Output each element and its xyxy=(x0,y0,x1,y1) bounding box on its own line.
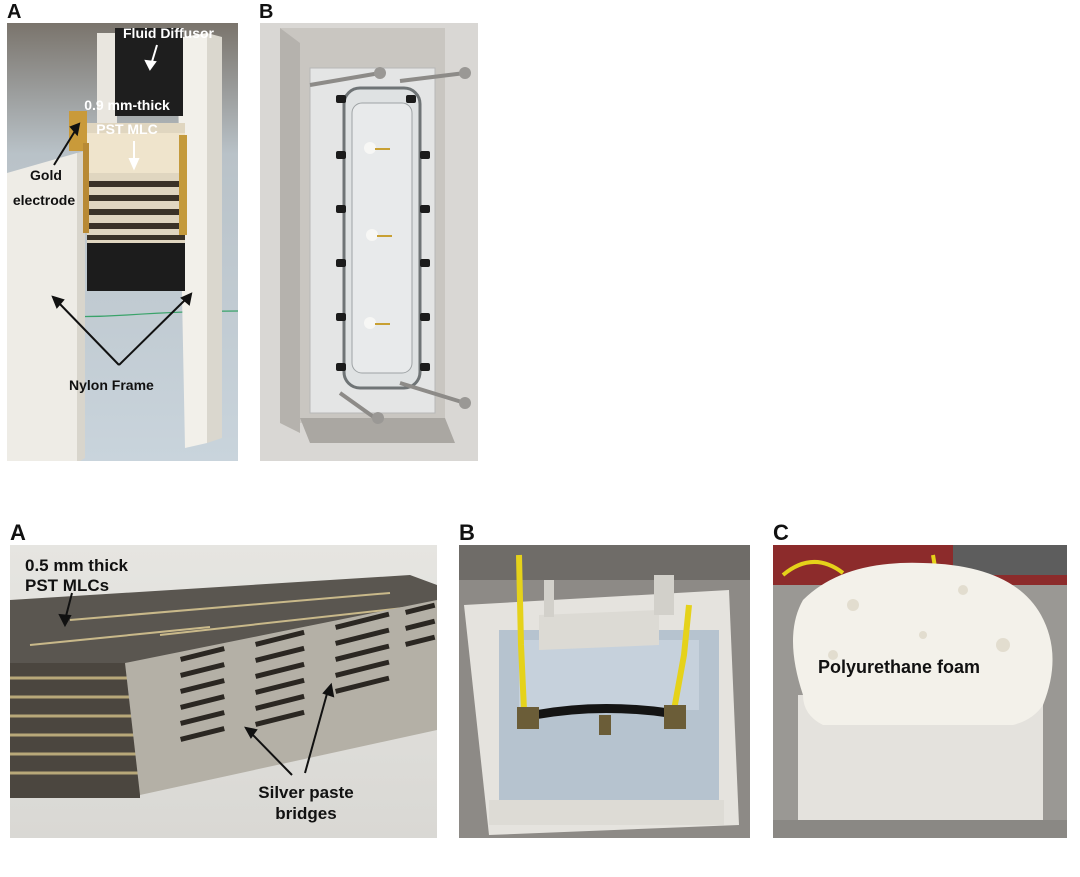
panel-letter-top-a: A xyxy=(7,1,22,23)
label-gold-line1: Gold xyxy=(30,167,62,183)
panel-letter-bottom-b: B xyxy=(459,520,475,545)
label-mlc-line2: PST MLC xyxy=(96,121,158,137)
photo-bottom-a-mlc-stack xyxy=(10,545,437,838)
photo-bottom-c-foam xyxy=(773,545,1067,838)
label-silver-paste-line1: Silver paste xyxy=(258,783,354,802)
panel-letter-bottom-c: C xyxy=(773,520,789,545)
label-fluid-diffusor: Fluid Diffusor xyxy=(123,25,214,41)
label-silver-paste-line2: bridges xyxy=(275,804,337,823)
label-gold-line2: electrode xyxy=(12,192,76,208)
panel-letter-top-b: B xyxy=(259,1,274,23)
photo-bottom-b-setup xyxy=(459,545,750,838)
panel-letter-bottom-a: A xyxy=(10,520,26,545)
label-mlc-thick-line1: 0.5 mm thick xyxy=(25,556,128,575)
photo-top-b-device-render xyxy=(260,23,478,461)
label-mlc-thick-line2: PST MLCs xyxy=(25,576,110,595)
photo-top-a-mlc-frame xyxy=(7,23,238,461)
label-polyurethane-foam: Polyurethane foam xyxy=(818,657,981,677)
label-nylon-frame: Nylon Frame xyxy=(69,377,154,393)
label-mlc-line1: 0.9 mm-thick xyxy=(84,97,170,113)
